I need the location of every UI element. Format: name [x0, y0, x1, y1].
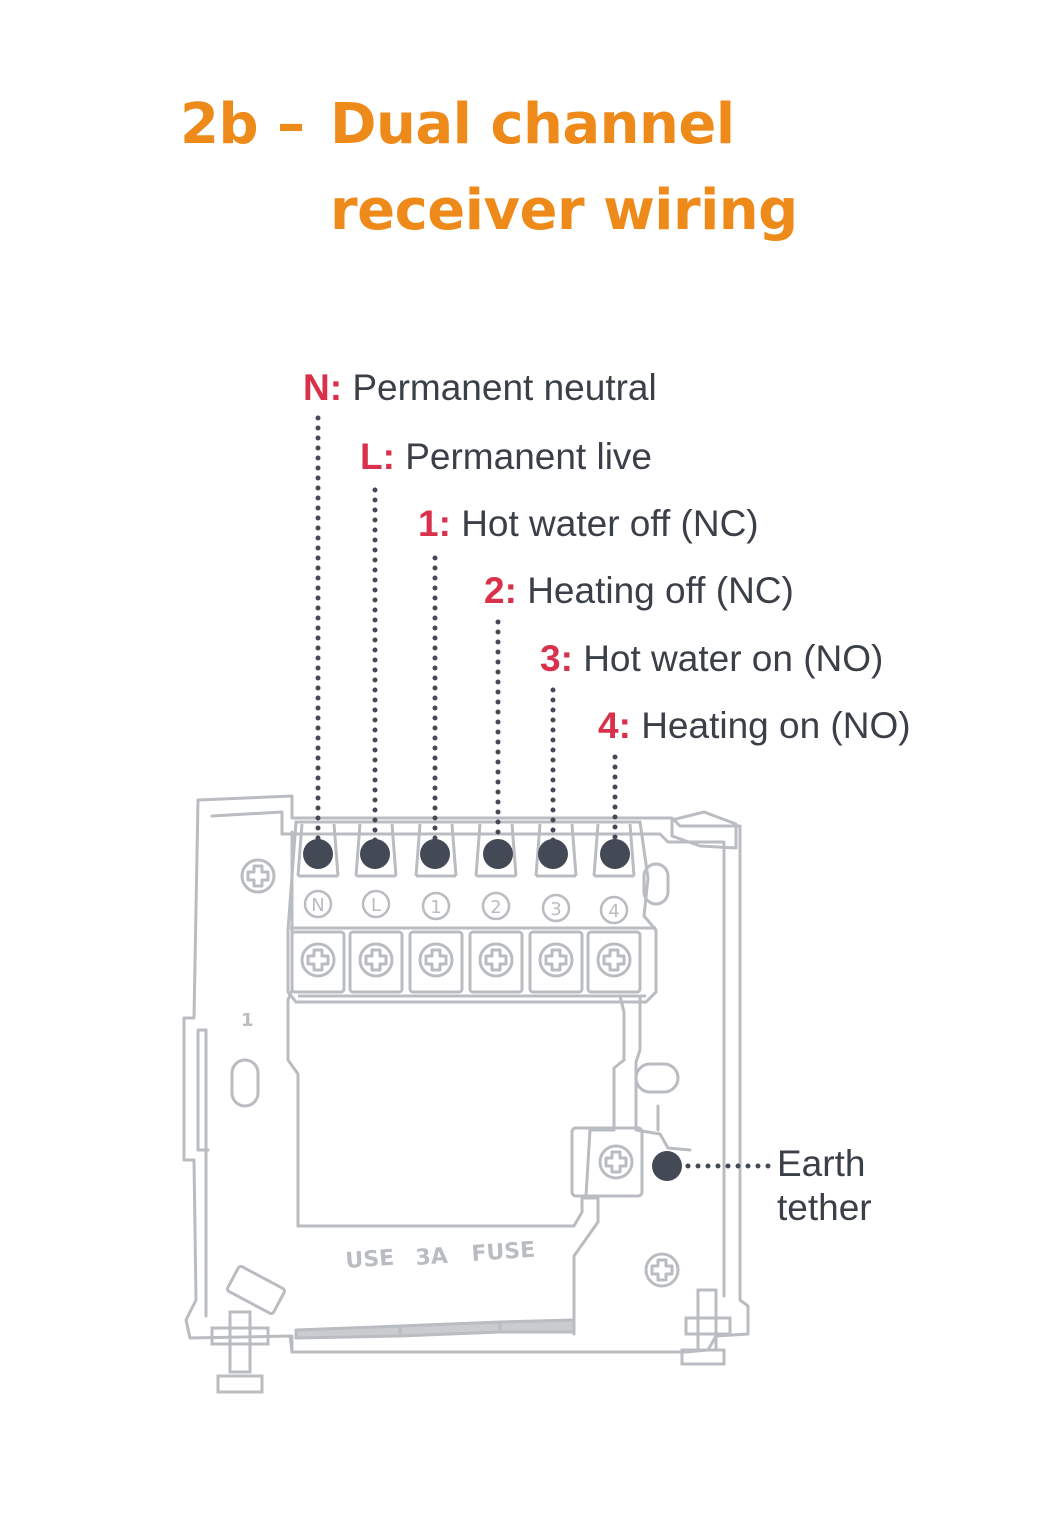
fuse-text-rating: 3A: [415, 1244, 449, 1271]
terminal-dots: [303, 839, 682, 1181]
terminal-code: 3:: [540, 638, 573, 679]
terminal-description: Permanent live: [405, 436, 653, 477]
terminal-code: 1:: [418, 503, 451, 544]
terminal-dot-4: [600, 839, 630, 869]
title-prefix: 2b –: [180, 92, 305, 157]
side-number: 1: [241, 1010, 254, 1031]
terminal-code: 2:: [484, 570, 517, 611]
earth-label-line-2: tether: [777, 1187, 872, 1228]
fixing-screws: [210, 1288, 732, 1394]
terminal-clamps: [290, 823, 642, 994]
terminal-label-2: 2: Heating off (NC): [484, 569, 794, 613]
earth-label-line-1: Earth: [777, 1143, 866, 1184]
terminal-label-l: L: Permanent live: [360, 435, 652, 479]
marking-2: 2: [490, 897, 501, 918]
terminal-label-3: 3: Hot water on (NO): [540, 637, 883, 681]
fuse-text-fuse: FUSE: [471, 1238, 536, 1267]
backplate-outline: [182, 794, 750, 1354]
earth-screw-icon: [598, 1144, 634, 1180]
terminal-dot-n: [303, 839, 333, 869]
terminal-code: L:: [360, 436, 395, 477]
terminal-dot-3: [538, 839, 568, 869]
title-line-2: receiver wiring: [330, 178, 798, 243]
leader-lines: [315, 415, 775, 1169]
corner-screw-icon: [240, 858, 276, 894]
terminal-description: Heating off (NC): [527, 570, 794, 611]
terminal-dot-2: [483, 839, 513, 869]
terminal-block: [286, 820, 658, 1004]
marking-1: 1: [430, 897, 441, 918]
fuse-text-use: USE: [345, 1246, 395, 1274]
terminal-code: 4:: [598, 705, 631, 746]
terminal-description: Permanent neutral: [352, 367, 657, 408]
diagram-title: 2b – Dual channel receiver wiring: [180, 82, 798, 254]
terminal-code: N:: [303, 367, 343, 408]
terminal-description: Hot water on (NO): [583, 638, 884, 679]
terminal-label-1: 1: Hot water off (NC): [418, 502, 759, 546]
marking-n: N: [311, 895, 324, 916]
terminal-dot-1: [420, 839, 450, 869]
terminal-dot-l: [360, 839, 390, 869]
earth-dot: [652, 1151, 682, 1181]
terminal-label-4: 4: Heating on (NO): [598, 704, 911, 748]
plate-printing: 1 USE 3A FUSE: [241, 1010, 536, 1274]
title-line-1: Dual channel: [330, 92, 735, 157]
marking-l: L: [371, 895, 381, 916]
marking-3: 3: [550, 899, 561, 920]
terminal-label-n: N: Permanent neutral: [303, 366, 657, 410]
terminal-markings: N L 1 2 3 4: [303, 889, 629, 925]
corner-screw-icon: [644, 1252, 680, 1288]
marking-4: 4: [608, 901, 619, 922]
terminal-description: Heating on (NO): [641, 705, 911, 746]
earth-tether-label: Earth tether: [777, 1142, 872, 1230]
terminal-description: Hot water off (NC): [461, 503, 759, 544]
